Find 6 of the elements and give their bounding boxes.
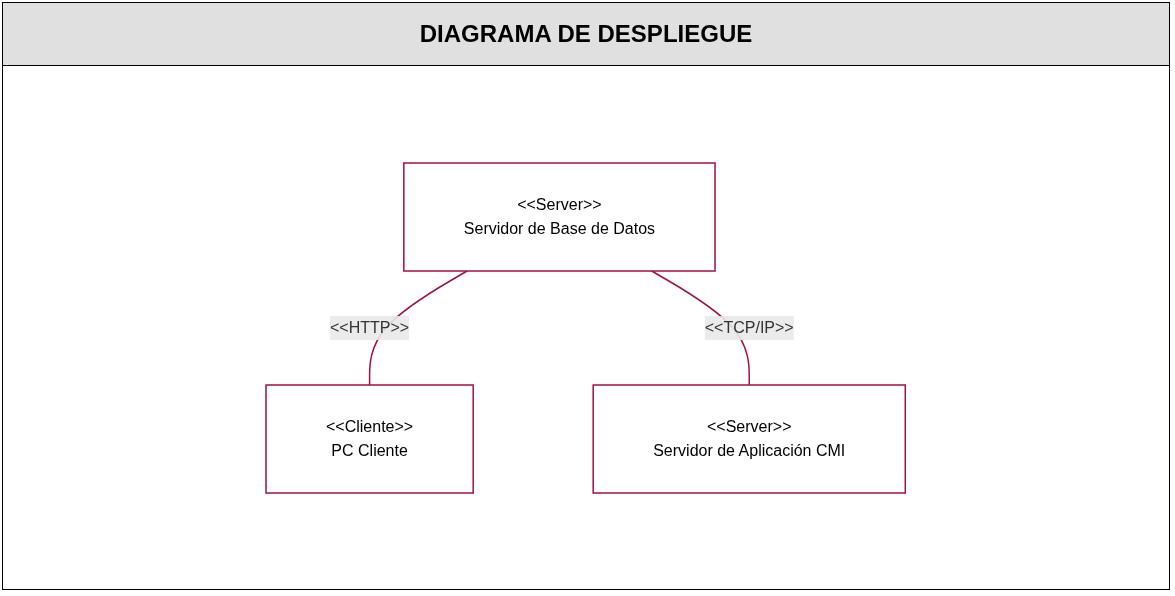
node-box: <<Server>> Servidor de Base de Datos bbox=[403, 162, 717, 272]
edge-label: <<HTTP>> bbox=[330, 319, 410, 336]
node-box: <<Cliente>> PC Cliente bbox=[265, 384, 475, 494]
diagram-title: DIAGRAMA DE DESPLIEGUE bbox=[419, 20, 753, 48]
edge-label: <<TCP/IP>> bbox=[705, 319, 795, 336]
node-box: <<Server>> Servidor de Aplicación CMI bbox=[592, 384, 907, 494]
